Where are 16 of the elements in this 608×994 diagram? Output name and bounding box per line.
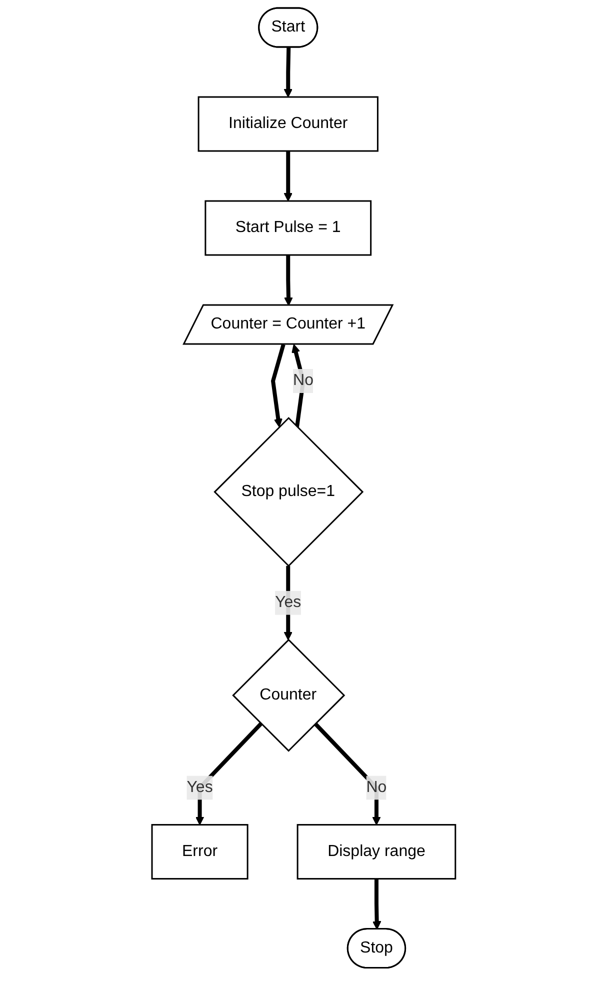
arrow (314, 722, 382, 826)
node-diamond: Stop pulse=1 (214, 416, 364, 567)
edge-label: Yes (187, 778, 214, 796)
arrow (271, 344, 286, 428)
node-box: Start Pulse = 1 (204, 200, 372, 256)
edge-label: Yes (275, 594, 302, 611)
arrow (284, 151, 293, 202)
node-box: Initialize Counter (198, 96, 379, 152)
arrow (372, 878, 382, 930)
node-box: Error (152, 824, 249, 880)
edge-label: No (293, 372, 314, 389)
node-box: Display range (297, 824, 456, 880)
arrow (284, 255, 294, 306)
edge-label: No (366, 778, 387, 796)
node-diamond: Counter (232, 638, 346, 752)
arrow (284, 47, 293, 98)
